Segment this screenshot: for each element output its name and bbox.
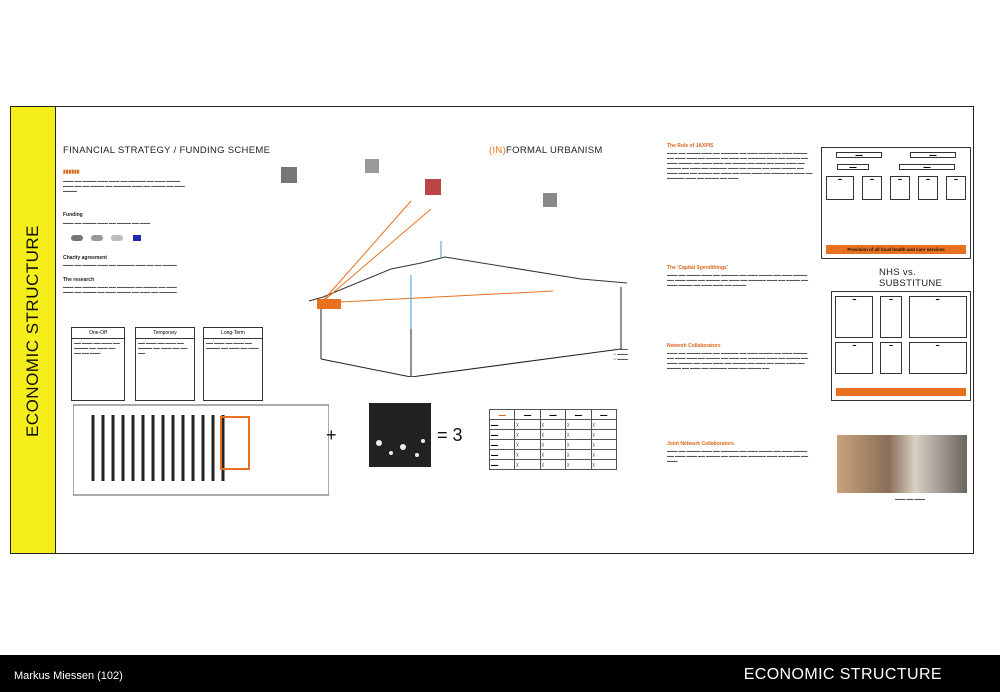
texture-block [369, 403, 431, 467]
nhs-title: NHS vs. SUBSTITUNE [879, 267, 943, 289]
plus-sign: + [326, 425, 337, 445]
poster-panel: ECONOMIC STRUCTURE FINANCIAL STRATEGY / … [10, 106, 974, 554]
yellow-sidebar: ECONOMIC STRUCTURE [11, 107, 56, 553]
footer-bar [0, 655, 1000, 692]
equals-three: = 3 [437, 425, 463, 445]
informal-title: (IN)FORMAL URBANISM [489, 145, 603, 156]
logo-icon [133, 235, 141, 241]
services-banner: Provision of all local health and care s… [826, 245, 966, 254]
joint-text: ▬▬▬ ▬▬ ▬▬▬▬ ▬▬▬ ▬▬ ▬▬▬▬▬ ▬▬ ▬▬▬ ▬▬▬▬ ▬▬ … [667, 449, 809, 463]
logo-text: ▮▮▮▮▮▮ [63, 169, 80, 175]
org-chart-2: ▬ ▬ ▬ ▬ ▬ ▬ [831, 291, 971, 401]
diagram-legend: ▭ ▬▬▬▭ ▬▬▬▭ ▬▬▬ [613, 347, 628, 361]
charity-text: ▬▬▬ ▬▬ ▬▬▬▬ ▬▬▬ ▬▬ ▬▬▬▬▬ ▬▬▬ ▬▬ ▬▬ ▬▬▬▬ [63, 263, 177, 267]
timeline-grid: ▬▬▬▬▬▬▬▬▬▬ ▬▬╳╳╳╳ ▬▬╳╳╳╳ ▬▬╳╳╳╳ ▬▬╳╳╳╳ ▬… [488, 409, 618, 470]
temporary-box: Temporary ▬▬ ▬▬▬ ▬▬ ▬▬▬ ▬▬ ▬▬▬▬ ▬▬ ▬▬▬ ▬… [135, 327, 195, 401]
org-chart-1: ▬▬ ▬▬ ▬▬ ▬▬ ▬ ▬ ▬ ▬ ▬ Provision of all l… [821, 147, 971, 259]
long-term-box: Long-Term ▬▬ ▬▬▬ ▬▬ ▬▬▬ ▬▬ ▬▬▬▬ ▬▬ ▬▬▬ ▬… [203, 327, 263, 401]
funding-text: ▬▬▬ ▬▬ ▬▬▬▬ ▬▬▬ ▬▬ ▬▬▬▬ ▬▬ ▬▬▬ [63, 221, 151, 225]
financial-title: FINANCIAL STRATEGY / FUNDING SCHEME [63, 145, 271, 156]
funding-heading: Funding [63, 212, 83, 218]
footer-author: Markus Miessen (102) [14, 670, 123, 682]
research-heading: The research [63, 277, 95, 283]
capital-text: ▬▬▬ ▬▬ ▬▬▬▬ ▬▬▬ ▬▬ ▬▬▬▬▬ ▬▬ ▬▬▬ ▬▬▬▬ ▬▬ … [667, 273, 809, 287]
role-heading: The Role of JAXPIS [667, 143, 714, 149]
logo-icon [71, 235, 83, 241]
intro-paragraph: ▬▬▬ ▬▬ ▬▬▬▬ ▬▬▬ ▬▬▬ ▬▬ ▬▬▬▬▬ ▬▬ ▬▬▬ ▬▬▬▬… [63, 179, 185, 193]
charity-heading: Charity agreement [63, 255, 107, 261]
box-label: Temporary [136, 328, 194, 339]
photo-caption: ▬▬▬ ▬▬ ▬▬▬ [895, 497, 925, 501]
one-off-box: One-Off ▬▬ ▬▬▬ ▬▬ ▬▬▬ ▬▬ ▬▬▬▬ ▬▬ ▬▬▬ ▬▬ … [71, 327, 125, 401]
box-label: Long-Term [204, 328, 262, 339]
network-text: ▬▬▬ ▬▬ ▬▬▬▬ ▬▬▬ ▬▬ ▬▬▬▬▬ ▬▬ ▬▬▬ ▬▬▬▬ ▬▬ … [667, 351, 809, 370]
orange-bar [836, 388, 966, 396]
urban-diagram [281, 159, 628, 377]
logo-icon [91, 235, 103, 241]
footer-title: ECONOMIC STRUCTURE [743, 666, 942, 683]
building-elevation [73, 404, 329, 496]
slide: ECONOMIC STRUCTURE FINANCIAL STRATEGY / … [0, 0, 1000, 655]
meeting-photo [837, 435, 967, 493]
role-text: ▬▬▬ ▬▬ ▬▬▬▬ ▬▬▬ ▬▬ ▬▬▬▬▬ ▬▬ ▬▬▬ ▬▬▬▬ ▬▬ … [667, 151, 813, 180]
box-label: One-Off [72, 328, 124, 339]
vertical-title: ECONOMIC STRUCTURE [23, 224, 42, 438]
capital-heading: The 'Capital Spendthings' [667, 265, 728, 271]
logo-icon [111, 235, 123, 241]
research-text: ▬▬▬ ▬▬ ▬▬▬▬ ▬▬▬ ▬▬ ▬▬▬▬▬ ▬▬ ▬▬▬▬ ▬▬ ▬▬▬ … [63, 285, 177, 294]
joint-heading: Joint Network Collaborators [667, 441, 734, 447]
network-heading: Network Collaborators [667, 343, 721, 349]
